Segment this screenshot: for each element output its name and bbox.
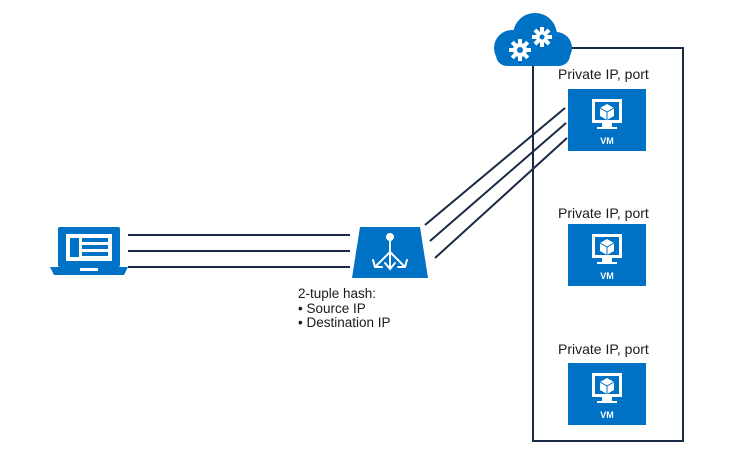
load-balancer-icon (352, 227, 428, 278)
laptop-icon (50, 227, 128, 275)
vm-box-3: VM (568, 363, 646, 425)
backend-connection-lines (424, 107, 568, 259)
vm-badge-1: VM (600, 136, 614, 146)
vm-box-1: VM (568, 89, 646, 151)
hash-item-source: Source IP (298, 301, 391, 317)
monitor-cube-icon (592, 373, 622, 403)
cloud-gear-icon (494, 13, 572, 66)
monitor-cube-icon (592, 99, 622, 129)
vm-badge-2: VM (600, 271, 614, 281)
backend-pool-border (532, 47, 684, 442)
client-connection-lines (128, 234, 350, 268)
hash-title: 2-tuple hash: (298, 286, 377, 301)
vm-box-2: VM (568, 224, 646, 286)
hash-item-destination: Destination IP (298, 315, 390, 331)
vm-label-2: Private IP, port (558, 205, 649, 221)
monitor-cube-icon (592, 234, 622, 264)
vm-label-3: Private IP, port (558, 341, 649, 357)
hash-list: Source IP Destination IP (298, 301, 391, 331)
vm-label-1: Private IP, port (558, 66, 649, 82)
hash-info: 2-tuple hash: Source IP Destination IP (298, 286, 391, 331)
vm-badge-3: VM (600, 410, 614, 420)
